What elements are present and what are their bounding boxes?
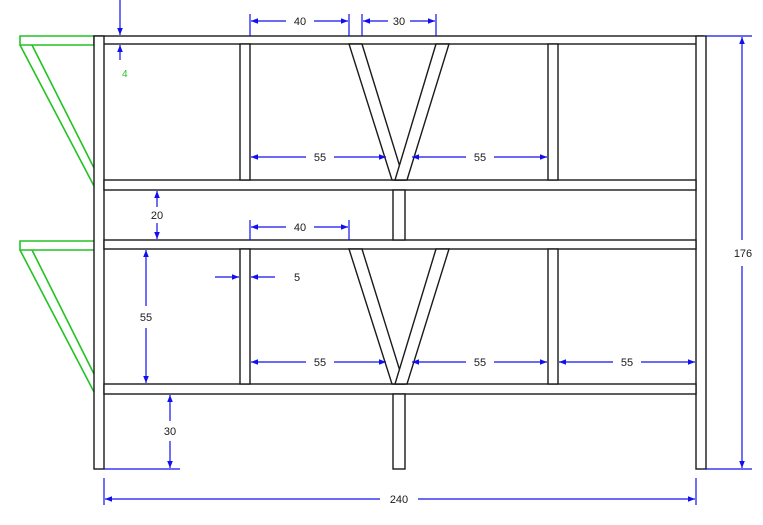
middle-shelf-board	[103, 239, 697, 250]
dim-lower-mid-55: 55	[474, 357, 486, 369]
dim-upper-left-55: 55	[314, 152, 326, 164]
lower-wall-bracket	[19, 240, 95, 393]
lower-divider-right	[547, 248, 559, 385]
dim-lower-right-55: 55	[621, 357, 633, 369]
lower-shelf-board	[103, 383, 697, 395]
center-leg	[392, 393, 406, 470]
upper-shelf-board	[103, 179, 697, 191]
dim-top-gap-30: 30	[393, 16, 405, 28]
dim-leg-height-30: 30	[164, 426, 176, 438]
right-post	[695, 35, 707, 470]
lower-v-brace-right	[394, 248, 450, 385]
lower-v-brace-left	[348, 248, 405, 385]
shelf-frame	[93, 35, 707, 470]
top-board	[93, 35, 704, 45]
upper-v-brace-right	[394, 43, 450, 181]
dim-total-width-240: 240	[390, 494, 408, 506]
dim-upper-right-55: 55	[474, 152, 486, 164]
dim-top-board-40: 40	[294, 16, 306, 28]
upper-wall-bracket	[19, 35, 95, 187]
dim-total-height-176: 176	[734, 248, 752, 260]
dim-board-thickness-4: 4	[122, 69, 128, 80]
left-post	[93, 35, 105, 470]
dim-middle-gap-20: 20	[151, 210, 163, 222]
upper-v-brace-left	[348, 43, 405, 181]
dim-board-offset-5: 5	[294, 272, 300, 284]
lower-divider-left	[239, 248, 251, 385]
upper-divider-right	[547, 43, 559, 181]
dim-lower-left-55: 55	[314, 357, 326, 369]
center-spacer-block	[392, 189, 406, 241]
dimension-annotations: 40 30 4 55 55 20 40 5 55	[103, 0, 752, 506]
upper-divider-left	[239, 43, 251, 181]
dim-shelf-height-55: 55	[140, 312, 152, 324]
dim-mid-board-40: 40	[294, 222, 306, 234]
